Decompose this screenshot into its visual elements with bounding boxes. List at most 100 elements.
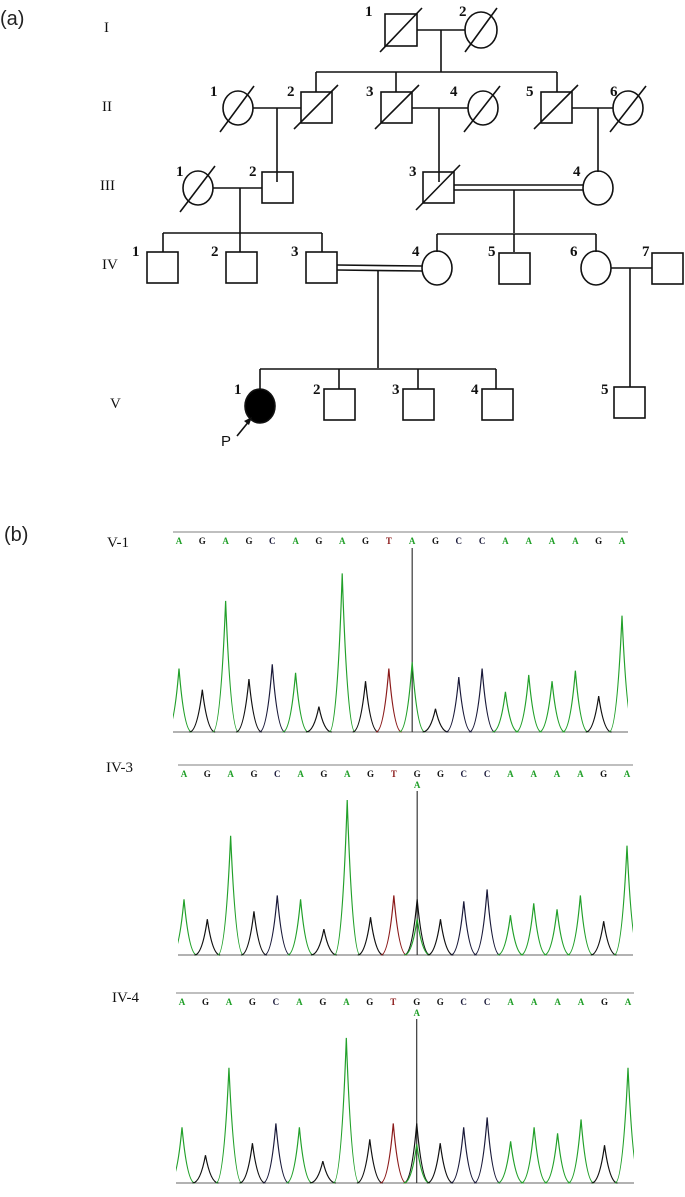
svg-text:A: A	[625, 997, 632, 1007]
svg-text:T: T	[390, 997, 396, 1007]
svg-text:G: G	[595, 536, 602, 546]
svg-text:G: G	[249, 997, 256, 1007]
svg-text:C: C	[460, 997, 467, 1007]
svg-text:A: A	[344, 769, 351, 779]
svg-text:G: G	[204, 769, 211, 779]
ind-num-V-2: 2	[313, 382, 321, 398]
svg-text:G: G	[366, 997, 373, 1007]
svg-text:C: C	[274, 769, 281, 779]
generation-label-III: III	[100, 178, 115, 194]
ind-num-III-1: 1	[176, 164, 184, 180]
svg-text:G: G	[432, 536, 439, 546]
ind-num-III-3: 3	[409, 164, 417, 180]
ind-num-II-5: 5	[526, 84, 534, 100]
svg-text:A: A	[531, 997, 538, 1007]
ind-num-II-3: 3	[366, 84, 374, 100]
svg-text:A: A	[554, 997, 561, 1007]
svg-text:A: A	[507, 769, 514, 779]
svg-text:G: G	[414, 769, 421, 779]
svg-text:C: C	[456, 536, 463, 546]
generation-label-I: I	[104, 20, 109, 36]
svg-text:G: G	[600, 769, 607, 779]
ind-num-II-2: 2	[287, 84, 295, 100]
svg-text:A: A	[297, 769, 304, 779]
svg-text:A: A	[296, 997, 303, 1007]
svg-text:G: G	[320, 769, 327, 779]
svg-text:A: A	[414, 780, 421, 790]
deceased-slash-I-1	[379, 7, 423, 53]
sample-label-IV-3: IV-3	[106, 760, 133, 776]
proband-marker: P	[221, 433, 232, 450]
ind-num-V-4: 4	[471, 382, 479, 398]
svg-text:A: A	[530, 769, 537, 779]
svg-text:A: A	[226, 997, 233, 1007]
svg-text:C: C	[484, 997, 491, 1007]
deceased-slash-I-2	[464, 7, 498, 53]
ind-num-IV-4: 4	[412, 244, 420, 260]
svg-text:G: G	[199, 536, 206, 546]
svg-text:T: T	[391, 769, 397, 779]
svg-text:A: A	[577, 769, 584, 779]
ind-num-IV-2: 2	[211, 244, 219, 260]
ind-num-V-3: 3	[392, 382, 400, 398]
generation-label-IV: IV	[102, 257, 118, 273]
svg-text:A: A	[624, 769, 631, 779]
male-symbol-IV-3	[305, 251, 338, 284]
female-symbol-IV-6	[580, 250, 612, 286]
svg-text:A: A	[339, 536, 346, 546]
svg-text:G: G	[367, 769, 374, 779]
svg-text:G: G	[362, 536, 369, 546]
svg-text:A: A	[227, 769, 234, 779]
pedigree-diagram	[146, 7, 684, 437]
svg-text:A: A	[409, 536, 416, 546]
svg-text:G: G	[437, 769, 444, 779]
ind-num-IV-7: 7	[642, 244, 650, 260]
generation-label-V: V	[110, 396, 121, 412]
svg-text:C: C	[484, 769, 491, 779]
svg-text:G: G	[245, 536, 252, 546]
male-symbol-V-4	[481, 388, 514, 421]
female-symbol-III-4	[582, 170, 614, 206]
svg-text:G: G	[250, 769, 257, 779]
ind-num-IV-3: 3	[291, 244, 299, 260]
ind-num-IV-6: 6	[570, 244, 578, 260]
sample-label-V-1: V-1	[107, 535, 129, 551]
panel-b-label: (b)	[4, 524, 29, 546]
svg-text:A: A	[181, 769, 188, 779]
svg-text:A: A	[292, 536, 299, 546]
ind-num-II-1: 1	[210, 84, 218, 100]
svg-text:A: A	[413, 1008, 420, 1018]
ind-num-IV-1: 1	[132, 244, 140, 260]
svg-text:A: A	[179, 997, 186, 1007]
male-symbol-V-3	[402, 388, 435, 421]
male-symbol-IV-2	[225, 251, 258, 284]
affected-female-symbol-V-1	[244, 388, 276, 424]
male-symbol-III-3	[422, 171, 455, 204]
ind-num-I-2: 2	[459, 4, 467, 20]
panel-a-label: (a)	[0, 8, 25, 30]
male-symbol-V-5	[613, 386, 646, 419]
male-symbol-V-2	[323, 388, 356, 421]
svg-text:G: G	[315, 536, 322, 546]
svg-text:G: G	[319, 997, 326, 1007]
svg-text:A: A	[619, 536, 626, 546]
ind-num-IV-5: 5	[488, 244, 496, 260]
ind-num-III-4: 4	[573, 164, 581, 180]
ind-num-II-6: 6	[610, 84, 618, 100]
sample-label-IV-4: IV-4	[112, 990, 139, 1006]
svg-text:A: A	[572, 536, 579, 546]
proband-arrow-icon	[244, 417, 252, 425]
svg-text:G: G	[413, 997, 420, 1007]
ind-num-I-1: 1	[365, 4, 373, 20]
svg-text:A: A	[507, 997, 514, 1007]
ind-num-V-5: 5	[601, 382, 609, 398]
svg-text:C: C	[461, 769, 468, 779]
svg-text:A: A	[549, 536, 556, 546]
svg-text:A: A	[343, 997, 350, 1007]
male-symbol-IV-7	[651, 252, 684, 285]
svg-text:A: A	[578, 997, 585, 1007]
svg-text:C: C	[273, 997, 280, 1007]
